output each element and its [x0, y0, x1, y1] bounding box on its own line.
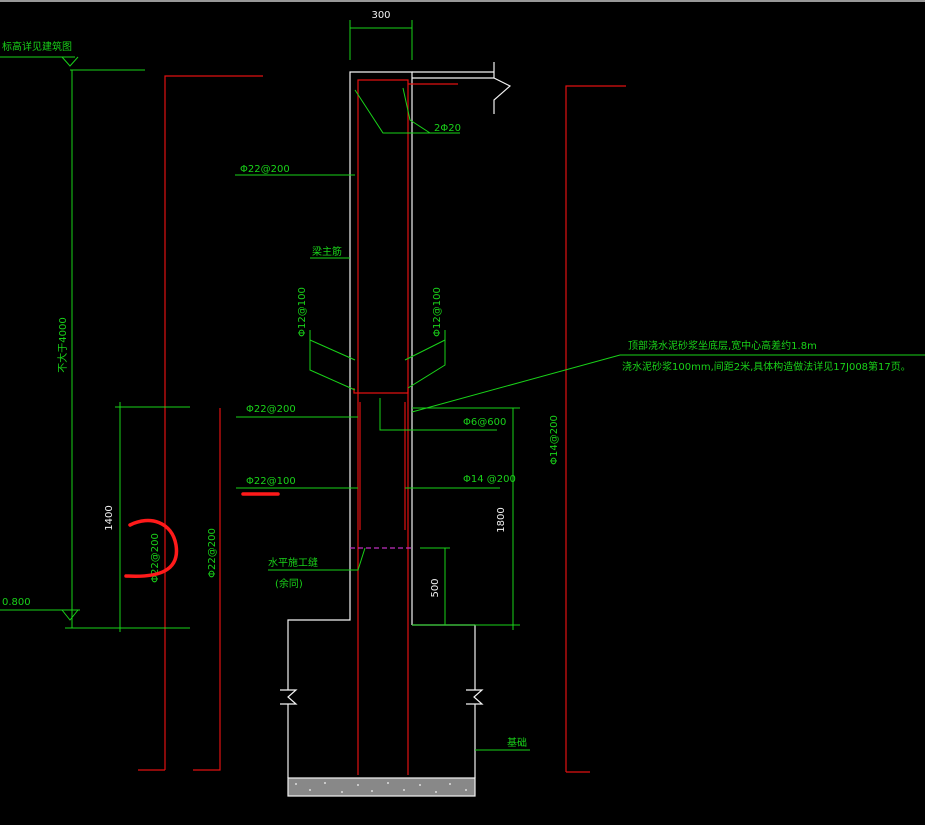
rebar-d22-100-label: Φ22@100	[246, 476, 296, 487]
elevation-top-label: 标高详见建筑图	[2, 40, 72, 53]
rebar-2d20-label: 2Φ20	[434, 123, 461, 134]
dim-1800: 1800	[496, 507, 507, 532]
foundation-label: 基础	[507, 736, 527, 749]
total-height-label: 不大于4000	[56, 317, 69, 372]
rebar-d6-600-label: Φ6@600	[463, 417, 506, 428]
beam-label: 梁主筋	[312, 245, 342, 258]
rebar-d14-200-vertical-label: Φ14@200	[549, 415, 560, 465]
note-line-2: 浇水泥砂浆100mm,间距2米,具体构造做法详见17J008第17页。	[622, 360, 911, 373]
rebar-d14-200-label: Φ14 @200	[463, 474, 516, 485]
dim-500: 500	[430, 578, 441, 597]
rebar-d22-200-top-label: Φ22@200	[240, 164, 290, 175]
slab-hatch	[295, 782, 467, 793]
rebar-d12-100-right-label: Φ12@100	[432, 287, 443, 337]
dimension-lines	[0, 20, 925, 751]
dim-1400: 1400	[104, 505, 115, 530]
rebar-d22-200-vert-left-label: Φ22@200	[150, 533, 161, 583]
rebar-d12-100-left-label: Φ12@100	[297, 287, 308, 337]
wall-outline	[280, 62, 512, 797]
markup-circle	[124, 518, 179, 579]
elevation-bottom-label: 0.800	[2, 597, 31, 608]
joint-label: 水平施工缝	[268, 556, 318, 569]
joint-sub-label: (余同)	[275, 577, 303, 590]
rebar-d22-200-mid-label: Φ22@200	[246, 404, 296, 415]
note-line-1: 顶部浇水泥砂浆坐底层,宽中心高差约1.8m	[628, 339, 817, 352]
rebar-lines	[138, 75, 626, 775]
rebar-d22-200-vert-right-label: Φ22@200	[207, 528, 218, 578]
wall-width-dim: 300	[371, 10, 390, 21]
